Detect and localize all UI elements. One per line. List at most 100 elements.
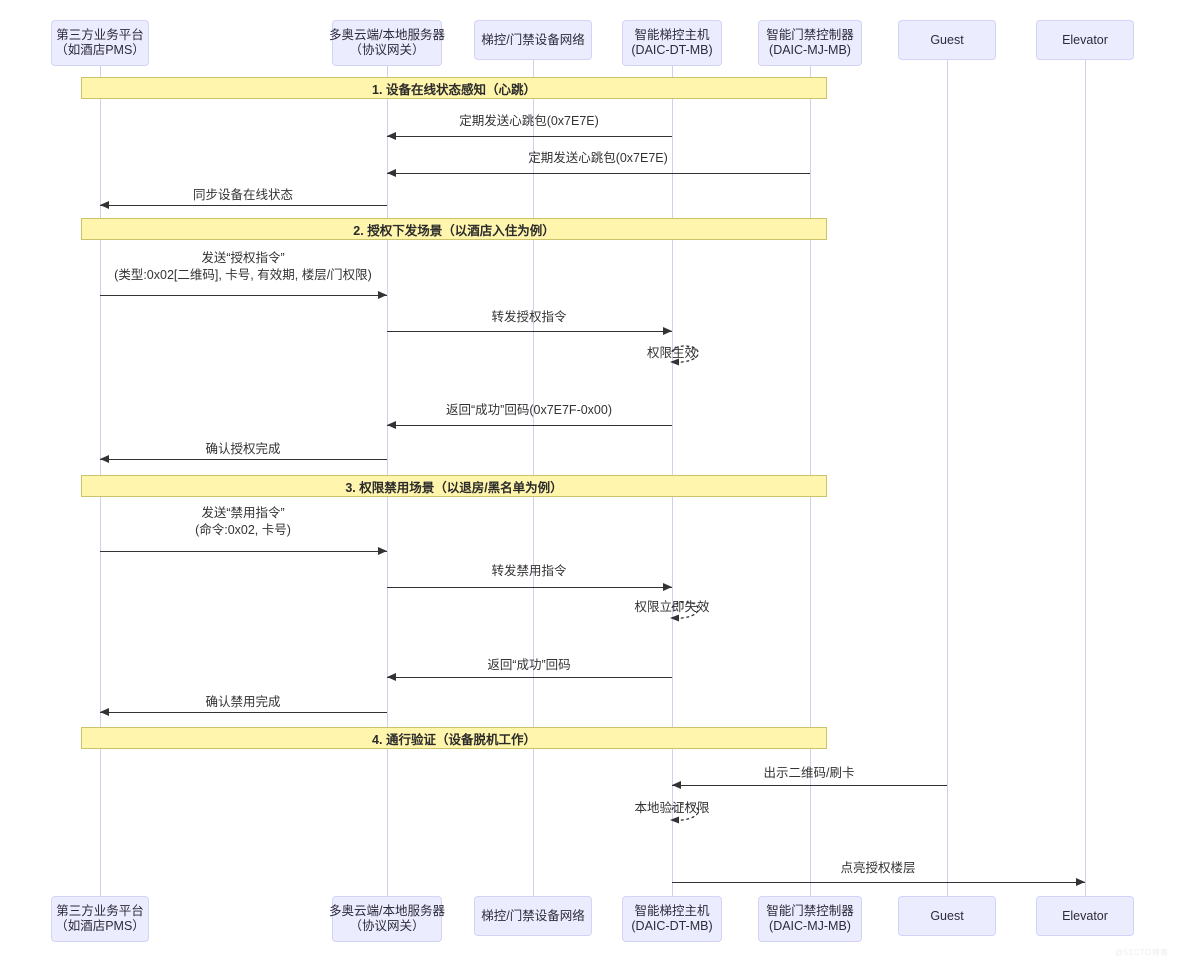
participant-sublabel: （如酒店PMS）: [55, 43, 145, 57]
message-label: 确认授权完成: [205, 442, 281, 456]
message-line: [100, 295, 387, 296]
participant-label: Guest: [930, 908, 964, 923]
participant-sublabel: (DAIC-MJ-MB): [769, 43, 851, 57]
message-arrowhead-icon: [378, 290, 387, 299]
participant-guest-top[interactable]: Guest: [898, 20, 996, 60]
message-label: 定期发送心跳包(0x7E7E): [528, 151, 668, 165]
section-band-s3: 3. 权限禁用场景（以退房/黑名单为例）: [81, 475, 827, 497]
message-line: [387, 136, 672, 137]
message-arrowhead-icon: [100, 707, 109, 716]
watermark: @51CTO博客: [1115, 948, 1169, 957]
participant-sublabel: (DAIC-DT-MB): [631, 43, 713, 57]
participant-network-top[interactable]: 梯控/门禁设备网络: [474, 20, 592, 60]
message-line: [100, 205, 387, 206]
lifeline-elevator: [1085, 60, 1086, 896]
section-band-s2: 2. 授权下发场景（以酒店入住为例）: [81, 218, 827, 240]
participant-mjmb-bottom[interactable]: 智能门禁控制器(DAIC-MJ-MB): [758, 896, 862, 942]
self-message-label: 本地验证权限: [634, 801, 710, 815]
participant-elevator-top[interactable]: Elevator: [1036, 20, 1134, 60]
message-arrowhead-icon: [672, 780, 681, 789]
participant-label: 多奥云端/本地服务器: [329, 904, 445, 918]
message-label: 点亮授权楼层: [840, 861, 916, 875]
lifeline-guest: [947, 60, 948, 896]
participant-label: Guest: [930, 32, 964, 47]
message-arrowhead-icon: [663, 326, 672, 335]
message-arrowhead-icon: [663, 582, 672, 591]
message-label: 发送“授权指令”(类型:0x02[二维码], 卡号, 有效期, 楼层/门权限): [114, 251, 372, 282]
section-label: 3. 权限禁用场景（以退房/黑名单为例）: [345, 480, 563, 495]
message-line: [387, 587, 672, 588]
self-message-sm2: 权限立即失效: [634, 596, 714, 635]
message-label: 同步设备在线状态: [192, 188, 294, 202]
participant-sublabel: （协议网关）: [349, 43, 425, 57]
message-arrowhead-icon: [1076, 877, 1085, 886]
section-band-s1: 1. 设备在线状态感知（心跳）: [81, 77, 827, 99]
message-line: [100, 551, 387, 552]
message-line: [387, 677, 672, 678]
self-message-loop-icon: [670, 601, 699, 622]
participant-label: 智能梯控主机: [634, 28, 710, 42]
participant-mjmb-top[interactable]: 智能门禁控制器(DAIC-MJ-MB): [758, 20, 862, 66]
message-label: 返回“成功”回码: [487, 658, 571, 672]
message-arrowhead-icon: [100, 200, 109, 209]
participant-label: 第三方业务平台: [56, 28, 144, 42]
section-band-s4: 4. 通行验证（设备脱机工作）: [81, 727, 827, 749]
message-line: [387, 331, 672, 332]
message-arrowhead-icon: [387, 420, 396, 429]
message-arrowhead-icon: [387, 131, 396, 140]
section-label: 4. 通行验证（设备脱机工作）: [372, 732, 536, 747]
participant-dtmb-bottom[interactable]: 智能梯控主机(DAIC-DT-MB): [622, 896, 722, 942]
section-label: 2. 授权下发场景（以酒店入住为例）: [353, 223, 555, 238]
self-message-sm1: 权限生效: [647, 340, 714, 379]
participant-label: 梯控/门禁设备网络: [481, 32, 585, 47]
message-line: [672, 785, 947, 786]
message-line: [100, 459, 387, 460]
message-arrowhead-icon: [100, 454, 109, 463]
participant-elevator-bottom[interactable]: Elevator: [1036, 896, 1134, 936]
message-line: [387, 425, 672, 426]
participant-label: 智能门禁控制器: [766, 904, 854, 918]
participant-sublabel: (DAIC-DT-MB): [631, 919, 713, 933]
participant-pms-bottom[interactable]: 第三方业务平台（如酒店PMS）: [51, 896, 149, 942]
participant-guest-bottom[interactable]: Guest: [898, 896, 996, 936]
self-message-sm3: 本地验证权限: [634, 798, 714, 837]
message-label: 出示二维码/刷卡: [763, 766, 855, 780]
participant-network-bottom[interactable]: 梯控/门禁设备网络: [474, 896, 592, 936]
message-label: 返回“成功”回码(0x7E7F-0x00): [446, 403, 612, 417]
message-label: 发送“禁用指令”(命令:0x02, 卡号): [195, 506, 291, 537]
message-label: 转发禁用指令: [491, 564, 567, 578]
participant-sublabel: （协议网关）: [349, 919, 425, 933]
message-line: [672, 882, 1085, 883]
message-label: 定期发送心跳包(0x7E7E): [459, 114, 599, 128]
message-arrowhead-icon: [387, 168, 396, 177]
participant-sublabel: (DAIC-MJ-MB): [769, 919, 851, 933]
participant-label: Elevator: [1062, 908, 1108, 923]
self-message-label: 权限立即失效: [634, 600, 710, 614]
participant-label: 多奥云端/本地服务器: [329, 28, 445, 42]
participant-label: 智能梯控主机: [634, 904, 710, 918]
participant-dtmb-top[interactable]: 智能梯控主机(DAIC-DT-MB): [622, 20, 722, 66]
participant-label: 智能门禁控制器: [766, 28, 854, 42]
participant-label: 第三方业务平台: [56, 904, 144, 918]
self-message-loop-icon: [670, 803, 699, 824]
self-message-label: 权限生效: [646, 346, 698, 360]
section-label: 1. 设备在线状态感知（心跳）: [372, 82, 536, 97]
participant-label: Elevator: [1062, 32, 1108, 47]
message-arrowhead-icon: [378, 546, 387, 555]
participant-sublabel: （如酒店PMS）: [55, 919, 145, 933]
participant-gateway-top[interactable]: 多奥云端/本地服务器（协议网关）: [329, 20, 445, 66]
message-sublabel: (类型:0x02[二维码], 卡号, 有效期, 楼层/门权限): [114, 268, 372, 282]
message-arrowhead-icon: [387, 672, 396, 681]
participant-label: 梯控/门禁设备网络: [481, 908, 585, 923]
message-sublabel: (命令:0x02, 卡号): [195, 523, 291, 537]
participant-gateway-bottom[interactable]: 多奥云端/本地服务器（协议网关）: [329, 896, 445, 942]
participant-pms-top[interactable]: 第三方业务平台（如酒店PMS）: [51, 20, 149, 66]
message-label: 确认禁用完成: [205, 695, 281, 709]
message-label: 转发授权指令: [491, 310, 567, 324]
message-line: [100, 712, 387, 713]
self-message-loop-icon: [670, 345, 699, 366]
